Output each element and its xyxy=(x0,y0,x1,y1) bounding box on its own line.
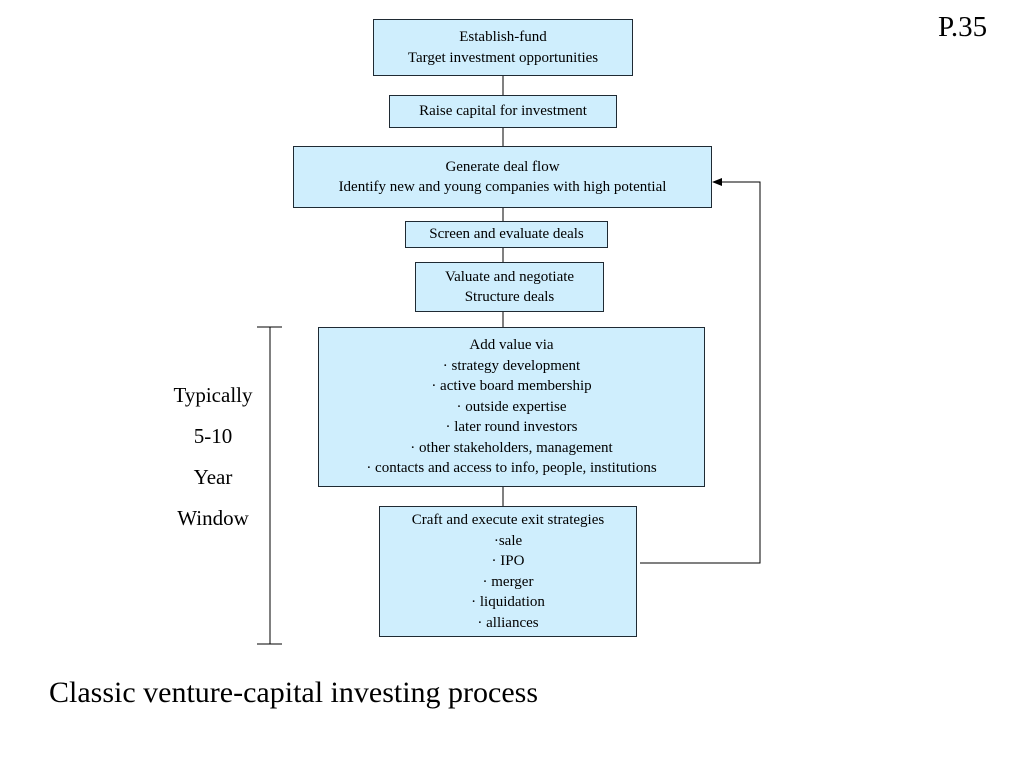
step-text-line: · alliances xyxy=(477,614,539,631)
diagram-caption: Classic venture-capital investing proces… xyxy=(49,676,539,709)
window-label-line: 5-10 xyxy=(193,424,233,448)
step-text-line: · outside expertise xyxy=(456,398,567,415)
step-text-line: Identify new and young companies with hi… xyxy=(338,179,667,195)
step-text-line: · merger xyxy=(482,573,534,590)
step-raise-capital: Raise capital for investment xyxy=(389,95,617,128)
step-text-line: Structure deals xyxy=(464,289,555,305)
step-text-line: · later round investors xyxy=(445,419,578,436)
step-text-line: · liquidation xyxy=(471,594,545,610)
page-number: P.35 xyxy=(938,11,988,43)
window-label-line: Typically xyxy=(173,383,253,407)
step-text-line: Establish-fund xyxy=(459,29,547,45)
step-text-line: Screen and evaluate deals xyxy=(429,226,584,243)
step-text-line: · strategy development xyxy=(442,357,581,374)
step-text-line: · IPO xyxy=(491,553,525,569)
step-text-line: · other stakeholders, management xyxy=(410,439,613,456)
step-text-line: · contacts and access to info, people, i… xyxy=(366,460,657,477)
window-label-line: Year xyxy=(193,465,233,489)
step-add-value: Add value via · strategy development · a… xyxy=(318,327,705,487)
step-text-line: ·sale xyxy=(493,532,523,549)
feedback-loop-arrow xyxy=(640,178,761,564)
step-establish-fund: Establish-fund Target investment opportu… xyxy=(373,19,633,76)
step-text-line: Generate deal flow xyxy=(445,158,560,175)
step-text-line: Target investment opportunities xyxy=(407,49,599,66)
step-generate-deal-flow: Generate deal flow Identify new and youn… xyxy=(293,146,712,208)
window-label: Typically 5-10 Year Window xyxy=(158,375,268,539)
step-text-line: Add value via xyxy=(469,337,554,354)
window-label-line: Window xyxy=(177,506,249,530)
step-text-line: Valuate and negotiate xyxy=(444,268,575,285)
step-text-line: · active board membership xyxy=(431,378,592,395)
step-text-line: Raise capital for investment xyxy=(419,103,587,120)
step-exit-strategies: Craft and execute exit strategies ·sale … xyxy=(379,506,637,637)
step-text-line: Craft and execute exit strategies xyxy=(411,512,605,528)
step-screen-evaluate: Screen and evaluate deals xyxy=(405,221,608,248)
step-valuate-negotiate: Valuate and negotiate Structure deals xyxy=(415,262,604,312)
